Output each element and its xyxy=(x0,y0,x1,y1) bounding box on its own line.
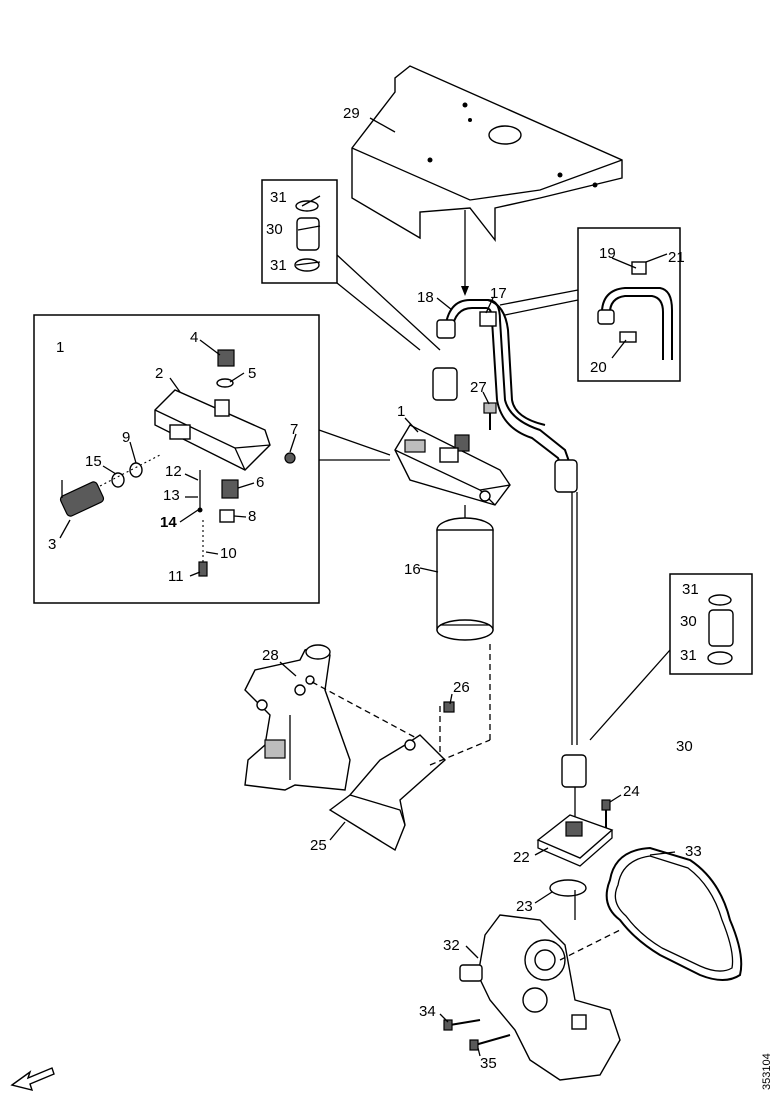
label-13: 13 xyxy=(163,487,180,504)
label-25: 25 xyxy=(310,837,327,854)
pump-housing-32 xyxy=(459,890,621,1081)
drawing-code: 353104 xyxy=(761,1053,773,1090)
label-10: 10 xyxy=(220,545,237,562)
label-31-right-a: 31 xyxy=(682,581,699,598)
label-15: 15 xyxy=(85,453,102,470)
filter-head-1 xyxy=(394,424,511,506)
label-17: 17 xyxy=(490,285,507,302)
label-7: 7 xyxy=(290,421,298,438)
bolt-34 xyxy=(443,1019,481,1031)
oil-pipes-17-18 xyxy=(436,299,578,745)
label-21: 21 xyxy=(668,249,685,266)
gasket-33 xyxy=(605,846,743,981)
label-8: 8 xyxy=(248,508,256,525)
cover-plate-29 xyxy=(351,65,623,296)
label-18: 18 xyxy=(417,289,434,306)
label-30-right: 30 xyxy=(680,613,697,630)
part-labels: 29 31 30 31 18 17 19 21 20 27 1 16 1 4 5… xyxy=(48,105,773,1090)
leader-lines xyxy=(59,117,676,1057)
bolt-26 xyxy=(439,701,455,760)
label-9: 9 xyxy=(122,429,130,446)
bolt-27 xyxy=(483,402,497,430)
detail-box-top xyxy=(261,179,441,351)
label-2: 2 xyxy=(155,365,163,382)
adapter-30-top xyxy=(432,367,458,401)
bracket-25 xyxy=(328,640,491,852)
label-35: 35 xyxy=(480,1055,497,1072)
label-1-main: 1 xyxy=(397,403,405,420)
bolt-24 xyxy=(601,799,611,830)
label-5: 5 xyxy=(248,365,256,382)
detail-box-right xyxy=(589,573,753,741)
bolt-35 xyxy=(469,1034,511,1051)
label-23: 23 xyxy=(516,898,533,915)
filter-cartridge-16 xyxy=(436,505,494,641)
label-32: 32 xyxy=(443,937,460,954)
label-24: 24 xyxy=(623,783,640,800)
label-20: 20 xyxy=(590,359,607,376)
label-31-top-a: 31 xyxy=(270,189,287,206)
label-34: 34 xyxy=(419,1003,436,1020)
label-19: 19 xyxy=(599,245,616,262)
label-14: 14 xyxy=(160,514,177,531)
label-4: 4 xyxy=(190,329,198,346)
label-28: 28 xyxy=(262,647,279,664)
label-3: 3 xyxy=(48,536,56,553)
label-33: 33 xyxy=(685,843,702,860)
label-11: 11 xyxy=(168,568,184,585)
detail-box-left xyxy=(33,314,391,604)
label-29: 29 xyxy=(343,105,360,122)
bracket-28 xyxy=(244,644,421,791)
detail-box-right-top xyxy=(499,227,681,382)
adapter-plate-22 xyxy=(536,814,614,867)
label-31-top-b: 31 xyxy=(270,257,287,274)
adapter-30-lower xyxy=(561,754,587,788)
label-26: 26 xyxy=(453,679,470,696)
label-30-lower: 30 xyxy=(676,738,693,755)
label-31-right-b: 31 xyxy=(680,647,697,664)
direction-arrow-icon xyxy=(10,1067,55,1091)
label-16: 16 xyxy=(404,561,421,578)
label-22: 22 xyxy=(513,849,530,866)
label-6: 6 xyxy=(256,474,264,491)
label-30-top: 30 xyxy=(266,221,283,238)
label-12: 12 xyxy=(165,463,182,480)
label-1-box: 1 xyxy=(56,339,64,356)
label-27: 27 xyxy=(470,379,487,396)
seal-23 xyxy=(549,879,587,897)
